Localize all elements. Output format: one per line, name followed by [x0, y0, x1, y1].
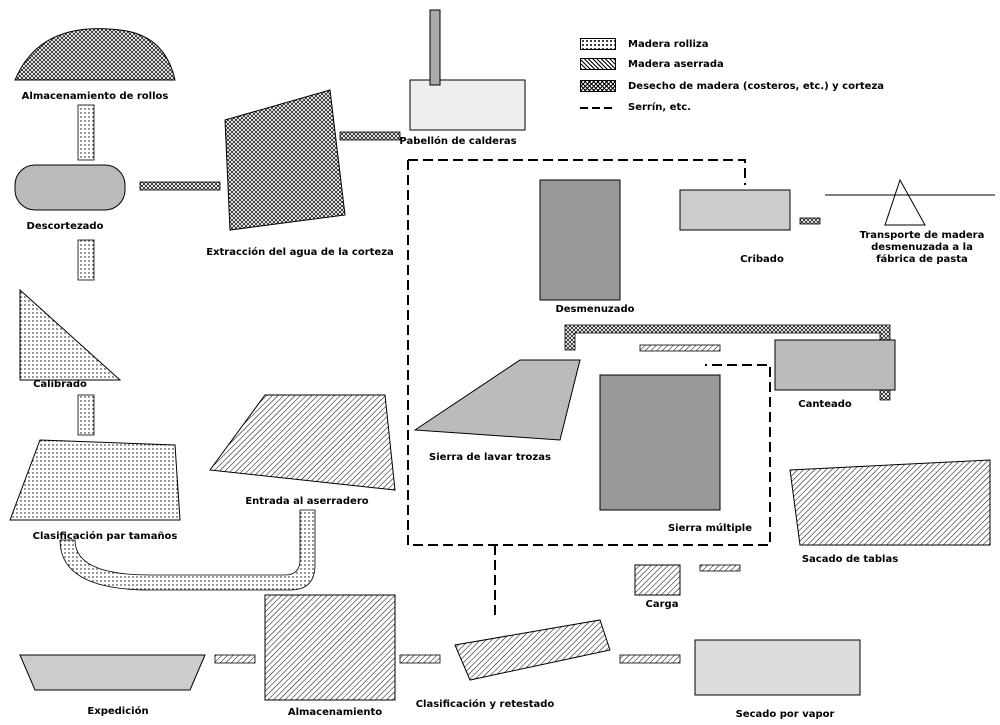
worker-illustration: [19, 288, 122, 381]
cableway-illustration: [825, 178, 995, 226]
label-gang-saw: Sierra múltiple: [667, 523, 753, 534]
label-debarking: Descortezado: [26, 221, 104, 232]
label-bark-water-extraction: Extracción del agua de la corteza: [206, 247, 394, 258]
bark-press-illustration: [224, 89, 346, 231]
label-sawmill-entry: Entrada al aserradero: [245, 496, 369, 507]
label-storage: Almacenamiento: [287, 707, 383, 718]
sawdust-flow: [407, 159, 771, 620]
label-chipping: Desmenuzado: [555, 304, 635, 315]
log-saw-illustration: [413, 359, 581, 441]
label-line: fábrica de pasta: [876, 254, 968, 265]
label-gauging: Calibrado: [33, 379, 87, 390]
label-grading-trimming: Clasificación y retestado: [415, 699, 555, 710]
chipper-illustration: [539, 179, 621, 301]
ship-illustration: [19, 654, 206, 691]
sawmill-entrance-illustration: [209, 394, 396, 491]
label-line: Transporte de madera: [859, 230, 985, 241]
legend-label: Serrín, etc.: [628, 102, 691, 113]
legend-item-waste: Desecho de madera (costeros, etc.) y cor…: [580, 80, 884, 92]
chimney-illustration: [429, 9, 441, 86]
gang-saw-illustration: [599, 374, 721, 511]
crosshatch-swatch-icon: [580, 80, 616, 92]
legend-item-sawn-wood: Madera aserrada: [580, 58, 724, 70]
label-shipping: Expedición: [87, 706, 149, 717]
edger-illustration: [774, 339, 896, 391]
label-size-sorting: Clasificación par tamaños: [32, 531, 178, 542]
legend-label: Madera aserrada: [628, 58, 724, 70]
illustrations: [9, 9, 995, 701]
label-screening: Cribado: [740, 254, 784, 265]
label-loading: Carga: [645, 599, 679, 610]
roundwood-flow: [59, 104, 316, 591]
label-log-storage: Almacenamiento de rollos: [21, 91, 169, 102]
legend-label: Desecho de madera (costeros, etc.) y cor…: [628, 80, 885, 92]
label-steam-drying: Secado por vapor: [735, 709, 835, 720]
hatch-swatch-icon: [580, 58, 616, 70]
label-line: desmenuzada a la: [871, 242, 973, 253]
label-log-saw: Sierra de lavar trozas: [429, 452, 551, 463]
drying-kiln-illustration: [694, 639, 861, 696]
screen-illustration: [679, 189, 791, 231]
load-illustration: [634, 564, 681, 596]
dots-swatch-icon: [580, 38, 616, 50]
board-table-illustration: [789, 459, 991, 546]
log-pile-illustration: [14, 28, 176, 81]
debarker-illustration: [14, 164, 126, 211]
sawn-wood-flow: [214, 344, 741, 664]
sorting-yard-illustration: [9, 439, 181, 521]
label-transport: Transporte de madera desmenuzada a la fá…: [860, 230, 985, 266]
warehouse-illustration: [264, 594, 396, 701]
legend-label: Madera rolliza: [628, 38, 709, 50]
dashed-line-icon: [580, 106, 616, 109]
legend-item-roundwood: Madera rolliza: [580, 38, 708, 50]
label-board-removal: Sacado de tablas: [801, 554, 899, 565]
retesting-table-illustration: [454, 619, 611, 681]
legend-item-sawdust: Serrín, etc.: [580, 102, 691, 113]
waste-flow: [139, 131, 891, 401]
boiler-house-illustration: [409, 79, 526, 131]
label-boiler-house: Pabellón de calderas: [399, 136, 517, 147]
label-edging: Canteado: [798, 399, 852, 410]
